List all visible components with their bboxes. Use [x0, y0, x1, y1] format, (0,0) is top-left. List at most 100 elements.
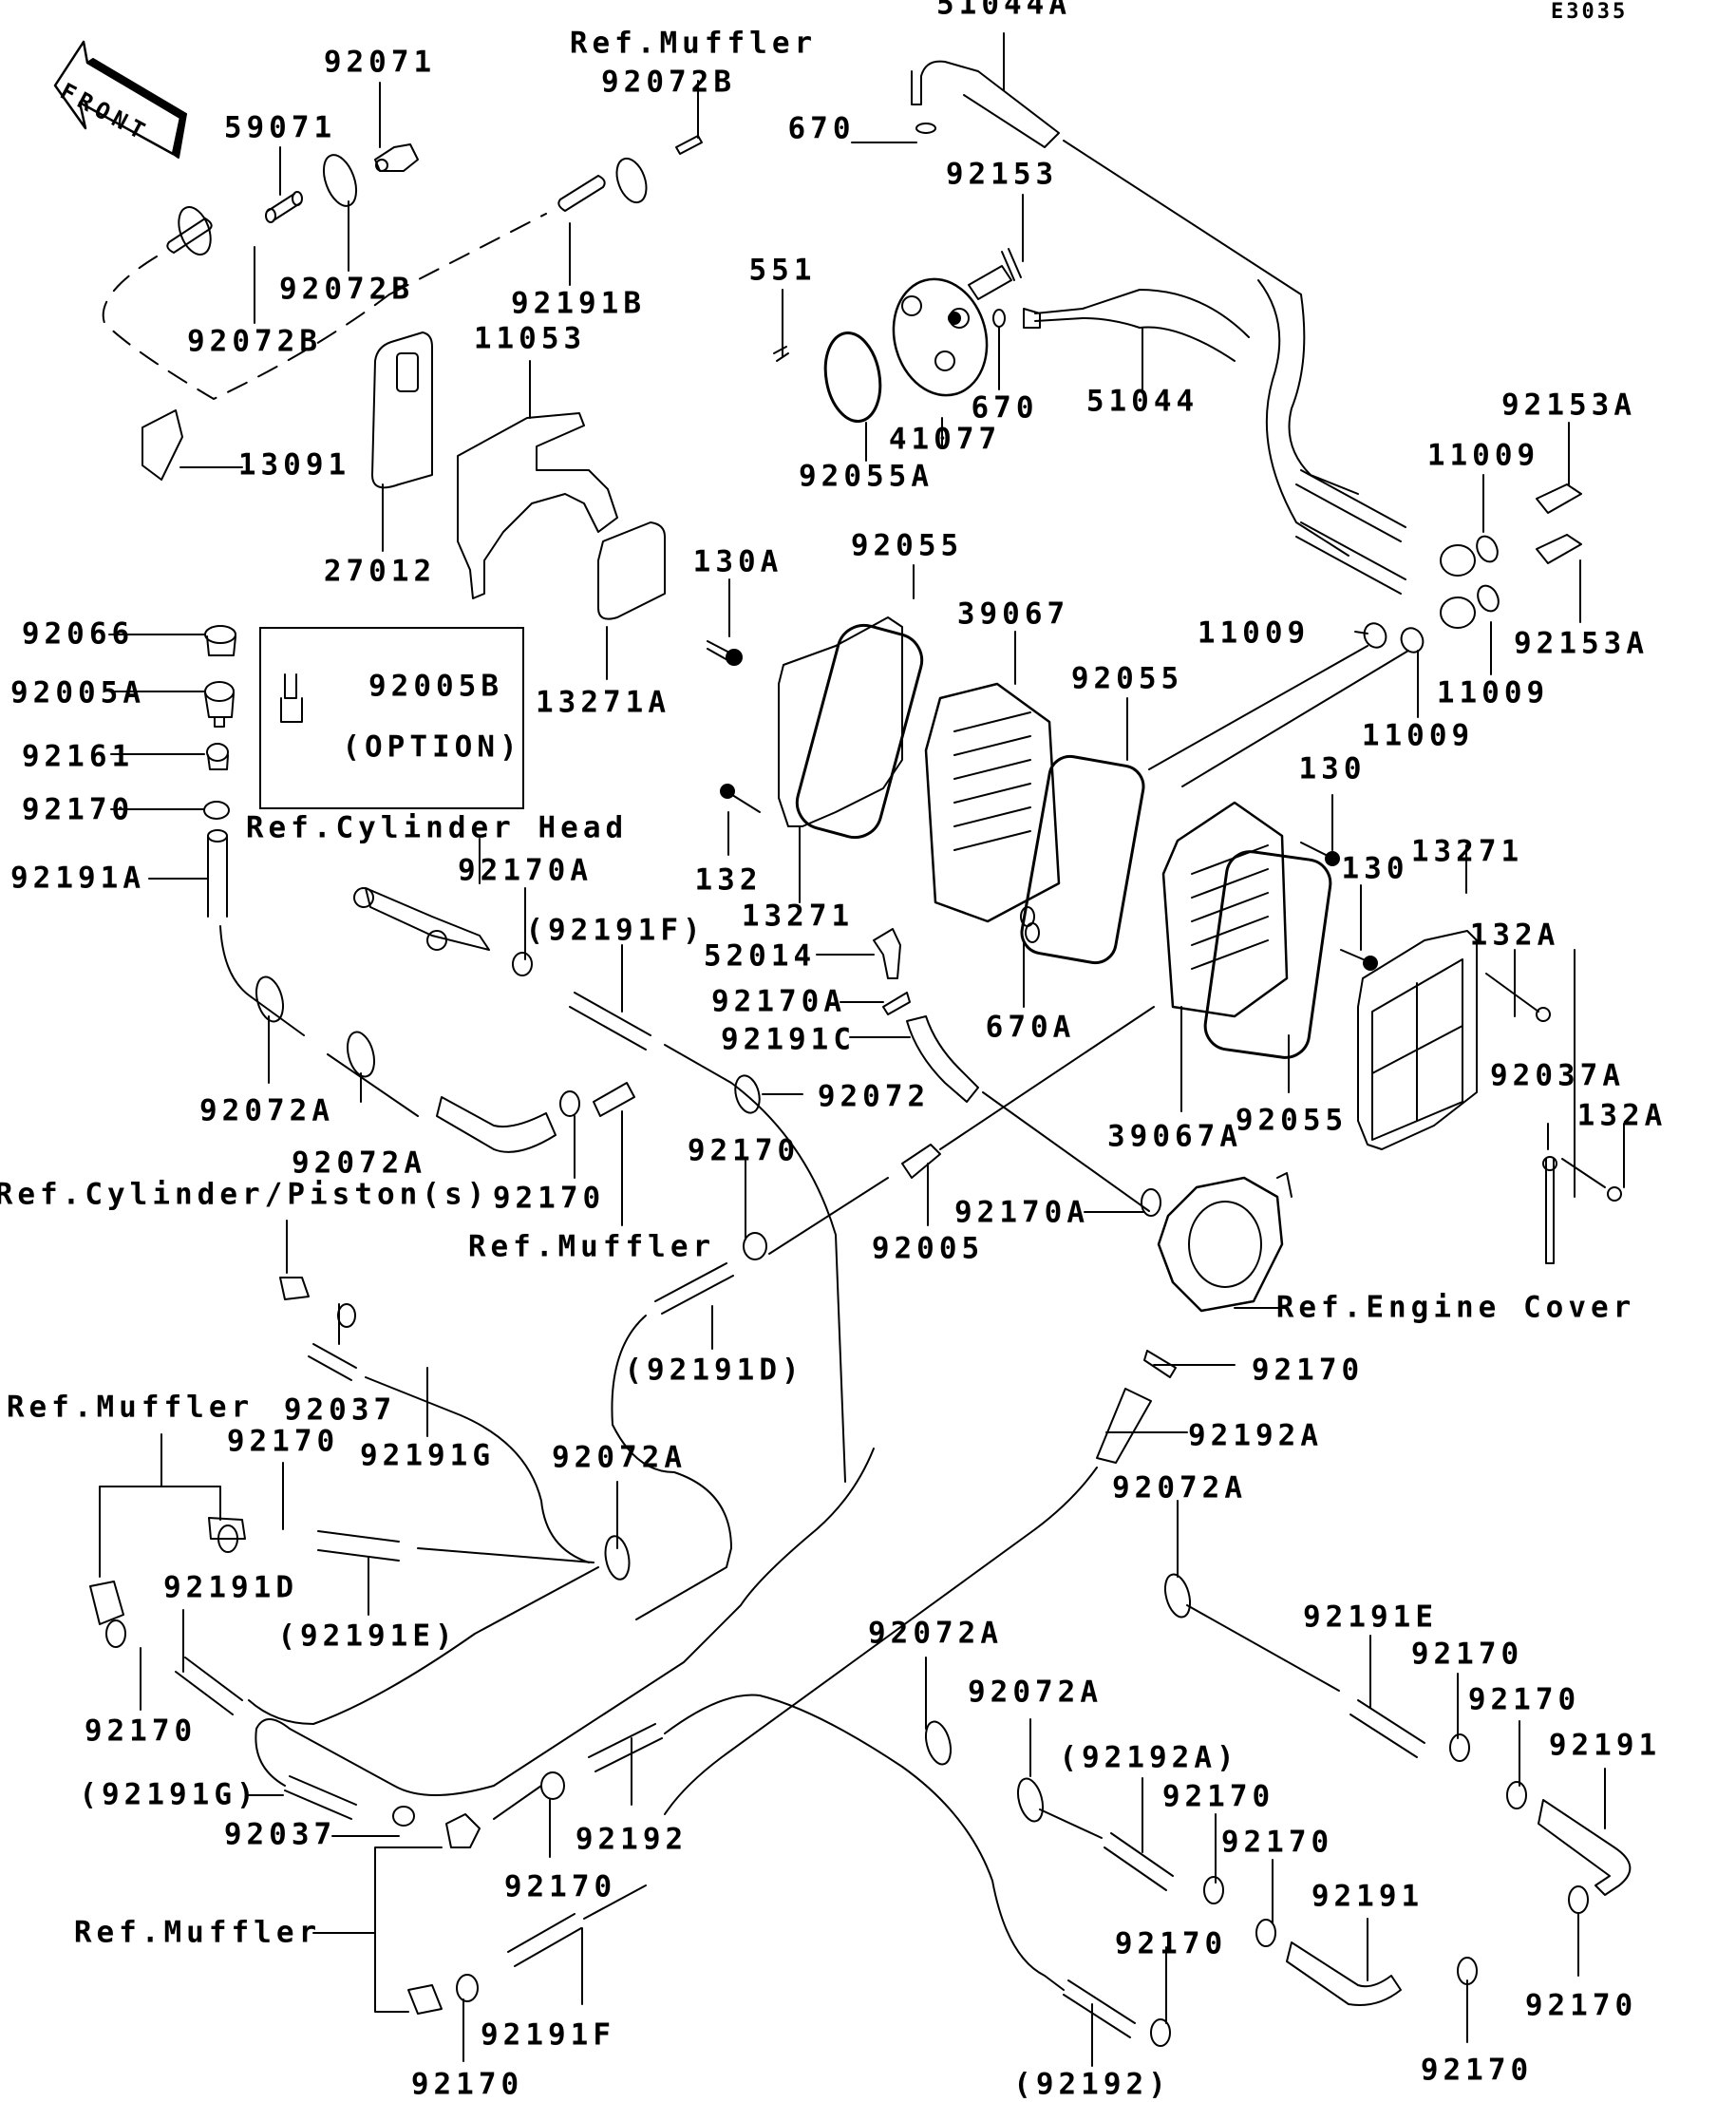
label-92170-right-a[interactable]: 92170 [1410, 1637, 1524, 1672]
label-ref-muffler-bottom[interactable]: Ref.Muffler [73, 1915, 322, 1950]
label-ref-cylinder-head[interactable]: Ref.Cylinder Head [245, 810, 629, 845]
label-92170-right-b[interactable]: 92170 [1467, 1682, 1581, 1717]
label-92170-center-c[interactable]: 92170 [1220, 1825, 1334, 1860]
label-92170-tee[interactable]: 92170 [503, 1869, 617, 1904]
label-92191d-paren[interactable]: (92191D) [624, 1353, 804, 1388]
label-11009-top[interactable]: 11009 [1426, 438, 1540, 473]
label-92153a-bottom[interactable]: 92153A [1514, 626, 1649, 661]
label-92161[interactable]: 92161 [21, 739, 135, 774]
label-92191e-paren[interactable]: (92191E) [277, 1619, 458, 1654]
label-92191-bottom[interactable]: 92191 [1311, 1879, 1425, 1914]
label-92191-right[interactable]: 92191 [1548, 1728, 1662, 1763]
label-92191f[interactable]: 92191F [481, 2017, 615, 2053]
label-39067a[interactable]: 39067A [1107, 1119, 1242, 1154]
label-92072a-bottom-mid[interactable]: 92072A [968, 1675, 1103, 1710]
label-92055a[interactable]: 92055A [799, 459, 934, 494]
label-27012[interactable]: 27012 [323, 554, 437, 589]
label-130-mid[interactable]: 130 [1341, 851, 1409, 886]
label-92072a-right-upper[interactable]: 92072A [1112, 1470, 1247, 1505]
label-92191g[interactable]: 92191G [360, 1438, 495, 1473]
label-92191g-paren[interactable]: (92191G) [79, 1777, 259, 1812]
label-92191a[interactable]: 92191A [10, 861, 145, 896]
label-92170-bottom[interactable]: 92170 [410, 2067, 524, 2102]
label-92191c[interactable]: 92191C [721, 1022, 856, 1057]
label-92192a[interactable]: 92192A [1188, 1418, 1323, 1453]
label-92055-mid[interactable]: 92055 [1070, 661, 1184, 696]
label-51044a-top[interactable]: 51044A [936, 0, 1071, 22]
gasket-92055-mid-icon [1020, 754, 1145, 965]
label-92170a-right[interactable]: 92170A [954, 1195, 1089, 1230]
label-92170-engine-cover[interactable]: 92170 [1251, 1353, 1365, 1388]
label-ref-muffler-mid[interactable]: Ref.Muffler [467, 1229, 716, 1264]
hose-92191g-upper-icon [308, 1343, 590, 1563]
label-59071[interactable]: 59071 [223, 110, 337, 145]
label-132[interactable]: 132 [694, 862, 763, 898]
option-box [259, 627, 524, 809]
label-130-top[interactable]: 130 [1298, 751, 1367, 786]
label-11009-right[interactable]: 11009 [1436, 675, 1550, 710]
label-92191f-paren-top[interactable]: (92191F) [525, 913, 706, 948]
label-92153[interactable]: 92153 [945, 157, 1059, 192]
label-132a-top[interactable]: 132A [1469, 918, 1560, 953]
label-11009-left[interactable]: 11009 [1197, 615, 1311, 651]
label-92005[interactable]: 92005 [871, 1231, 985, 1266]
label-13271-left[interactable]: 13271 [741, 899, 855, 934]
label-92072[interactable]: 92072 [817, 1079, 931, 1114]
label-92170a-head[interactable]: 92170A [458, 853, 593, 888]
label-92037a[interactable]: 92037A [1490, 1058, 1625, 1093]
label-132a-bottom[interactable]: 132A [1576, 1098, 1668, 1133]
label-92072a-left-b[interactable]: 92072A [292, 1146, 426, 1181]
label-551[interactable]: 551 [748, 253, 817, 288]
label-51044[interactable]: 51044 [1085, 384, 1199, 419]
label-92072b-top[interactable]: 92072B [601, 65, 736, 100]
label-92170-center-upper[interactable]: 92170 [687, 1133, 801, 1168]
label-92005a[interactable]: 92005A [10, 675, 145, 710]
label-92072b-mid[interactable]: 92072B [279, 272, 414, 307]
label-92005b[interactable]: 92005B [368, 669, 503, 704]
label-92072a-left-a[interactable]: 92072A [199, 1093, 334, 1128]
label-92192[interactable]: 92192 [575, 1822, 689, 1857]
label-ref-engine-cover[interactable]: Ref.Engine Cover [1275, 1290, 1636, 1325]
label-ref-cylinder-piston[interactable]: Ref.Cylinder/Piston(s) [0, 1177, 490, 1212]
label-92072a-center[interactable]: 92072A [552, 1440, 687, 1475]
label-670-bottom[interactable]: 670 [971, 390, 1039, 426]
label-92170-right-c[interactable]: 92170 [1524, 1988, 1638, 2023]
label-92170-hose-left[interactable]: 92170 [492, 1181, 606, 1216]
label-41077[interactable]: 41077 [888, 422, 1002, 457]
label-92071[interactable]: 92071 [323, 45, 437, 80]
label-92191e[interactable]: 92191E [1303, 1600, 1438, 1635]
label-39067[interactable]: 39067 [956, 597, 1070, 632]
label-13271a[interactable]: 13271A [536, 685, 670, 720]
label-92170-right-d[interactable]: 92170 [1420, 2053, 1534, 2088]
label-92066[interactable]: 92066 [21, 616, 135, 652]
gasket-92055-right-icon [1203, 850, 1332, 1059]
label-670-top[interactable]: 670 [787, 111, 856, 146]
label-92055-right[interactable]: 92055 [1235, 1103, 1349, 1138]
label-92153a-top[interactable]: 92153A [1501, 388, 1636, 423]
label-670a[interactable]: 670A [985, 1010, 1076, 1045]
label-52014[interactable]: 52014 [703, 938, 817, 974]
label-92192-paren[interactable]: (92192) [1013, 2067, 1171, 2102]
label-92170-center-b[interactable]: 92170 [1161, 1779, 1275, 1814]
label-ref-muffler-top[interactable]: Ref.Muffler [569, 26, 818, 61]
label-92192a-paren[interactable]: (92192A) [1059, 1740, 1239, 1775]
label-11053[interactable]: 11053 [473, 321, 587, 356]
label-92191d[interactable]: 92191D [163, 1570, 298, 1605]
clamp-92072b-right-icon [615, 157, 648, 204]
label-92037-lower[interactable]: 92037 [223, 1817, 337, 1852]
label-92055-top[interactable]: 92055 [850, 528, 964, 563]
label-13271-right[interactable]: 13271 [1410, 834, 1524, 869]
label-92072b-left[interactable]: 92072B [187, 324, 322, 359]
label-ref-muffler-left[interactable]: Ref.Muffler [6, 1390, 255, 1425]
label-92170a-small[interactable]: 92170A [711, 984, 846, 1019]
label-92170-center-d[interactable]: 92170 [1114, 1926, 1228, 1961]
label-130a[interactable]: 130A [692, 544, 783, 579]
label-92170-left-column[interactable]: 92170 [21, 792, 135, 827]
label-92037-upper[interactable]: 92037 [283, 1392, 397, 1428]
label-92191b[interactable]: 92191B [511, 286, 646, 321]
label-13091[interactable]: 13091 [237, 447, 351, 483]
label-92170-muffler-upper[interactable]: 92170 [226, 1424, 340, 1459]
label-11009-bottom[interactable]: 11009 [1361, 718, 1475, 753]
label-92072a-bottom-left[interactable]: 92072A [868, 1616, 1003, 1651]
label-92170-muffler-lower[interactable]: 92170 [84, 1714, 198, 1749]
